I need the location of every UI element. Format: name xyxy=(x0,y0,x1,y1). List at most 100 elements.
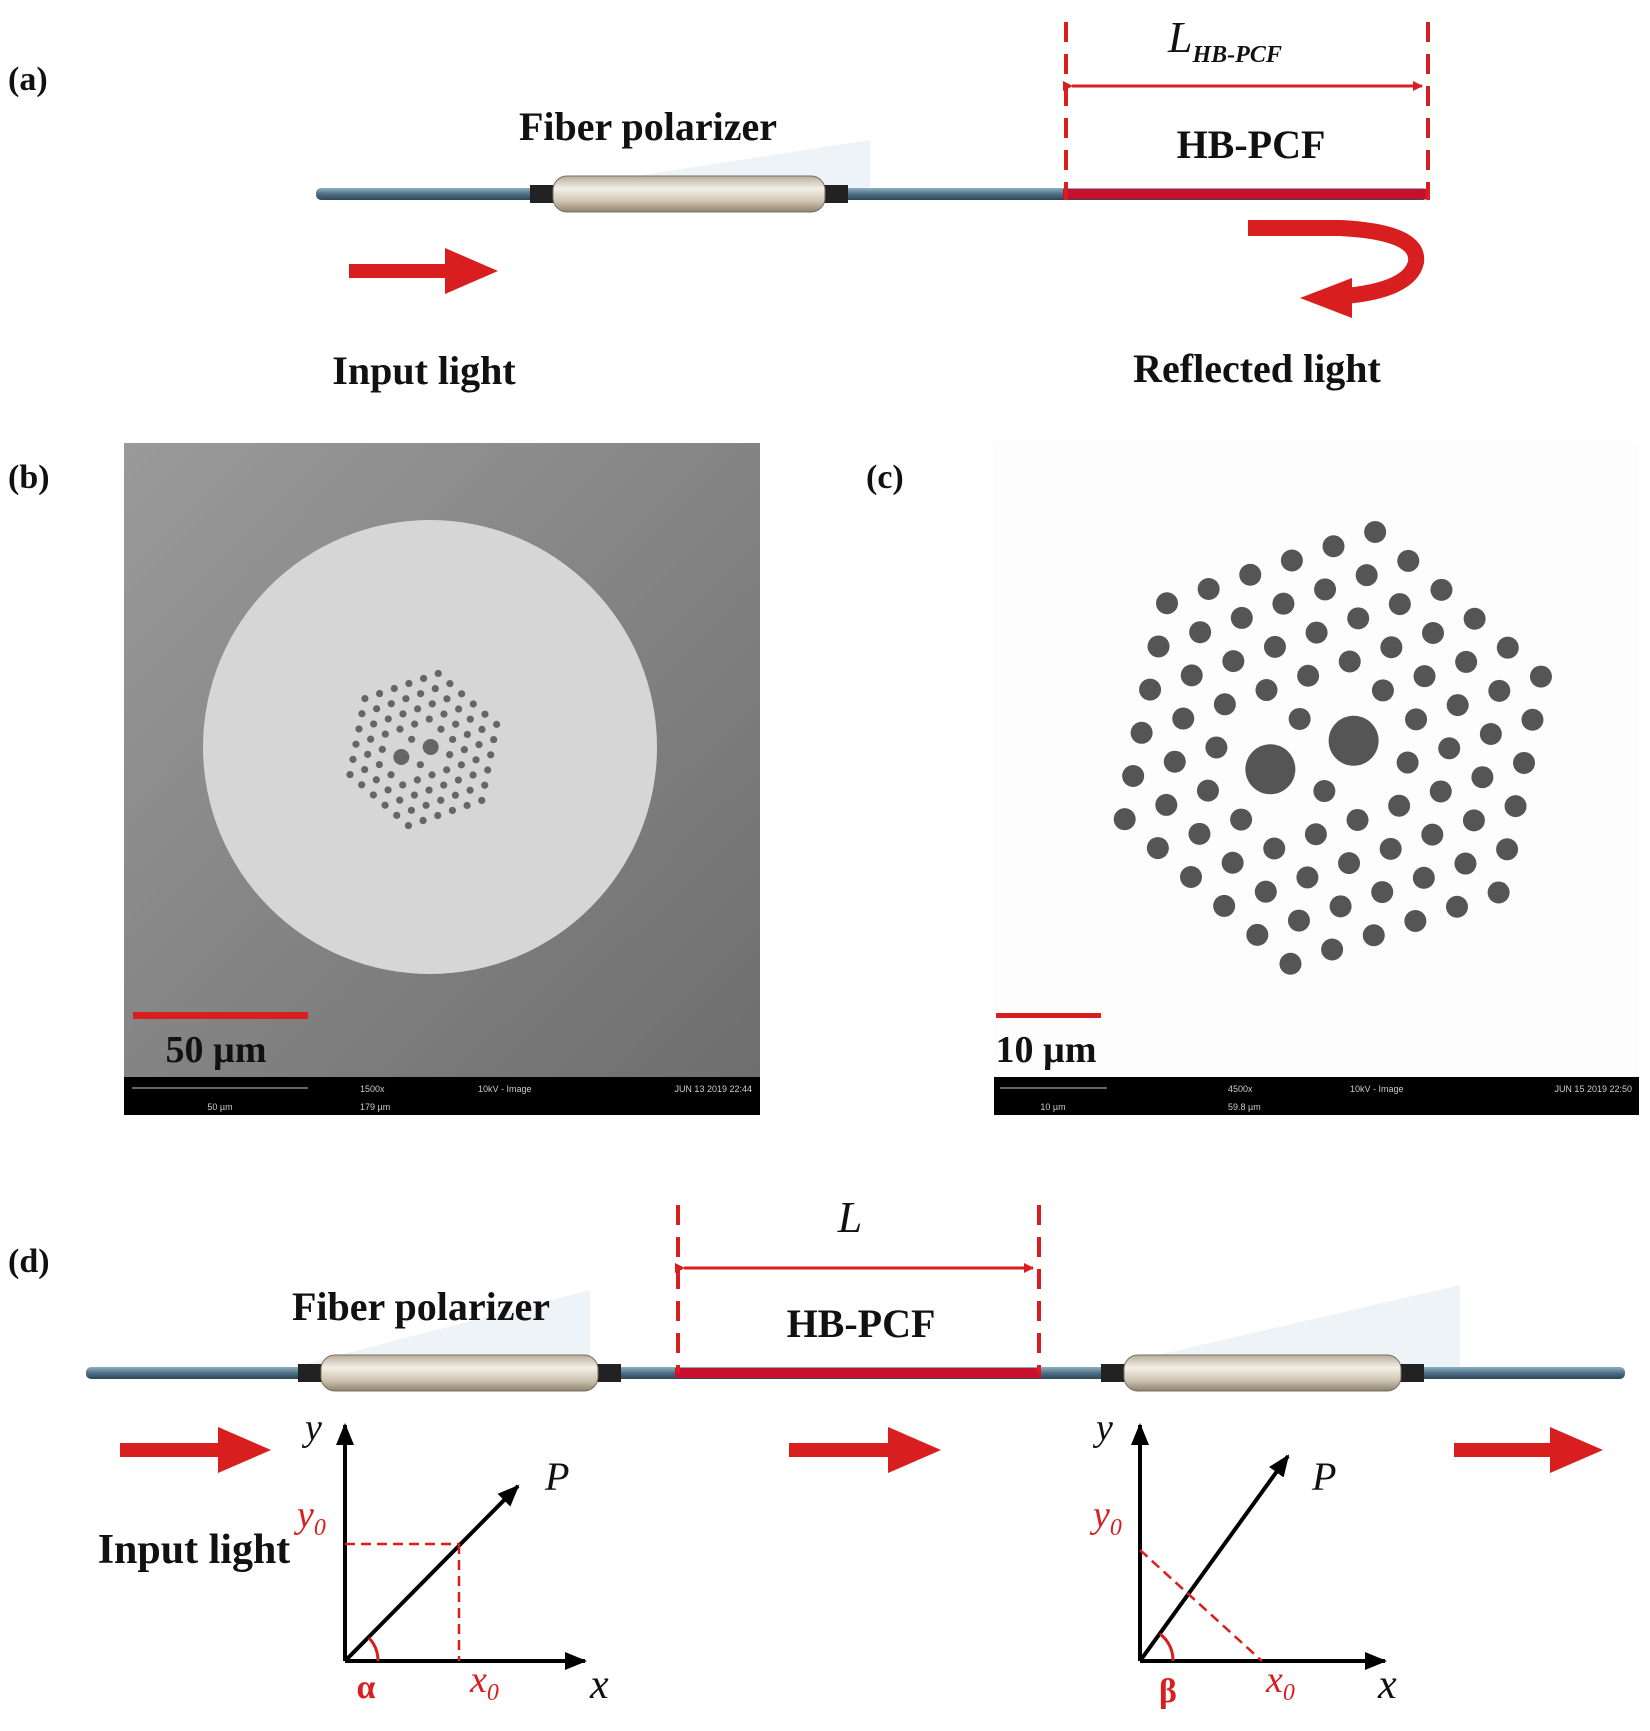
air-hole xyxy=(466,786,474,794)
air-hole xyxy=(463,730,471,739)
air-hole xyxy=(1230,606,1253,629)
air-hole xyxy=(1338,650,1361,673)
air-hole xyxy=(396,796,404,804)
air-hole xyxy=(1272,592,1295,615)
air-hole xyxy=(1521,708,1544,731)
air-hole xyxy=(364,750,372,758)
hb-pcf-label: HB-PCF xyxy=(1177,122,1326,167)
polarization-axes-1: y x P y0 x0 α xyxy=(293,1407,609,1708)
air-hole xyxy=(378,745,386,753)
sem-field-of-view: 59.8 µm xyxy=(1228,1102,1261,1112)
air-hole xyxy=(399,710,407,718)
air-hole xyxy=(410,791,418,799)
air-hole xyxy=(1413,665,1436,688)
sem-magnification: 1500x xyxy=(360,1084,385,1094)
air-hole xyxy=(1163,750,1186,773)
air-hole-lattice xyxy=(1113,520,1552,975)
air-hole xyxy=(434,811,442,820)
fiber-boot xyxy=(822,185,848,203)
air-hole xyxy=(469,771,477,779)
air-hole xyxy=(484,766,492,774)
air-hole xyxy=(437,725,445,733)
air-hole xyxy=(1297,664,1320,687)
scale-bar xyxy=(133,1012,308,1019)
sem-image-background xyxy=(994,443,1639,1077)
air-hole xyxy=(361,765,369,774)
air-hole xyxy=(460,746,468,754)
air-hole xyxy=(1504,795,1527,818)
air-hole xyxy=(1421,823,1444,846)
air-hole xyxy=(431,685,439,693)
air-hole xyxy=(361,694,369,703)
air-hole xyxy=(425,715,433,723)
reflection-arrow xyxy=(1248,220,1425,318)
air-hole xyxy=(1213,693,1236,716)
large-air-hole xyxy=(1245,744,1296,795)
air-hole xyxy=(387,700,395,708)
air-hole xyxy=(402,695,410,703)
air-hole xyxy=(408,735,416,743)
air-hole xyxy=(1279,952,1302,975)
air-hole xyxy=(469,700,477,708)
x-axis-label: x xyxy=(1377,1662,1397,1708)
air-hole xyxy=(372,776,380,784)
air-hole xyxy=(1371,679,1394,702)
air-hole xyxy=(1296,866,1319,889)
scale-bar xyxy=(996,1013,1101,1018)
air-hole xyxy=(1230,808,1253,831)
air-hole xyxy=(487,751,495,759)
air-hole xyxy=(384,715,392,723)
air-hole xyxy=(466,715,474,723)
air-hole xyxy=(411,720,419,728)
sem-scale: 10 µm xyxy=(1040,1102,1065,1112)
air-hole xyxy=(440,710,448,718)
air-hole xyxy=(1205,736,1228,759)
air-hole xyxy=(1263,635,1286,658)
air-hole xyxy=(1122,764,1145,787)
air-hole xyxy=(355,725,363,733)
air-hole xyxy=(463,801,471,810)
air-hole xyxy=(1445,895,1468,918)
air-hole xyxy=(1371,881,1394,904)
air-hole xyxy=(1496,838,1519,861)
air-hole xyxy=(1139,678,1162,701)
air-hole xyxy=(1263,837,1286,860)
air-hole xyxy=(367,735,375,743)
sem-mode: 10kV - Image xyxy=(1350,1084,1404,1094)
fiber-boot xyxy=(530,185,556,203)
air-hole xyxy=(1304,823,1327,846)
air-hole xyxy=(407,806,416,814)
air-hole xyxy=(1246,923,1269,946)
air-hole xyxy=(455,705,463,713)
air-hole xyxy=(1321,938,1344,961)
air-hole xyxy=(1487,881,1510,904)
air-hole xyxy=(1197,578,1220,601)
air-hole xyxy=(1313,780,1336,803)
length-label: LHB-PCF xyxy=(1167,13,1282,68)
y-axis-label: y xyxy=(301,1407,322,1449)
panel-d: (d) L HB-PCF Fiber polarizer Input light xyxy=(8,1193,1625,1710)
sem-info-bar xyxy=(124,1077,760,1115)
fiber-polarizer-label: Fiber polarizer xyxy=(519,104,777,149)
input-arrow xyxy=(349,248,498,294)
air-hole xyxy=(381,801,389,809)
air-hole xyxy=(1388,794,1411,817)
air-hole xyxy=(472,756,480,764)
air-hole xyxy=(1222,650,1245,673)
air-hole xyxy=(1221,851,1244,874)
air-hole xyxy=(1362,924,1385,947)
air-hole xyxy=(1347,607,1370,630)
air-hole xyxy=(437,796,445,804)
sem-mode: 10kV - Image xyxy=(478,1084,532,1094)
air-hole xyxy=(1446,694,1469,717)
air-hole xyxy=(1254,880,1277,903)
air-hole xyxy=(1430,578,1453,601)
air-hole xyxy=(1113,808,1136,831)
air-hole xyxy=(419,816,427,825)
air-hole xyxy=(1397,549,1420,572)
y-axis-label: y xyxy=(1092,1407,1113,1449)
scale-label: 50 µm xyxy=(165,1029,266,1071)
air-hole xyxy=(1156,592,1179,615)
